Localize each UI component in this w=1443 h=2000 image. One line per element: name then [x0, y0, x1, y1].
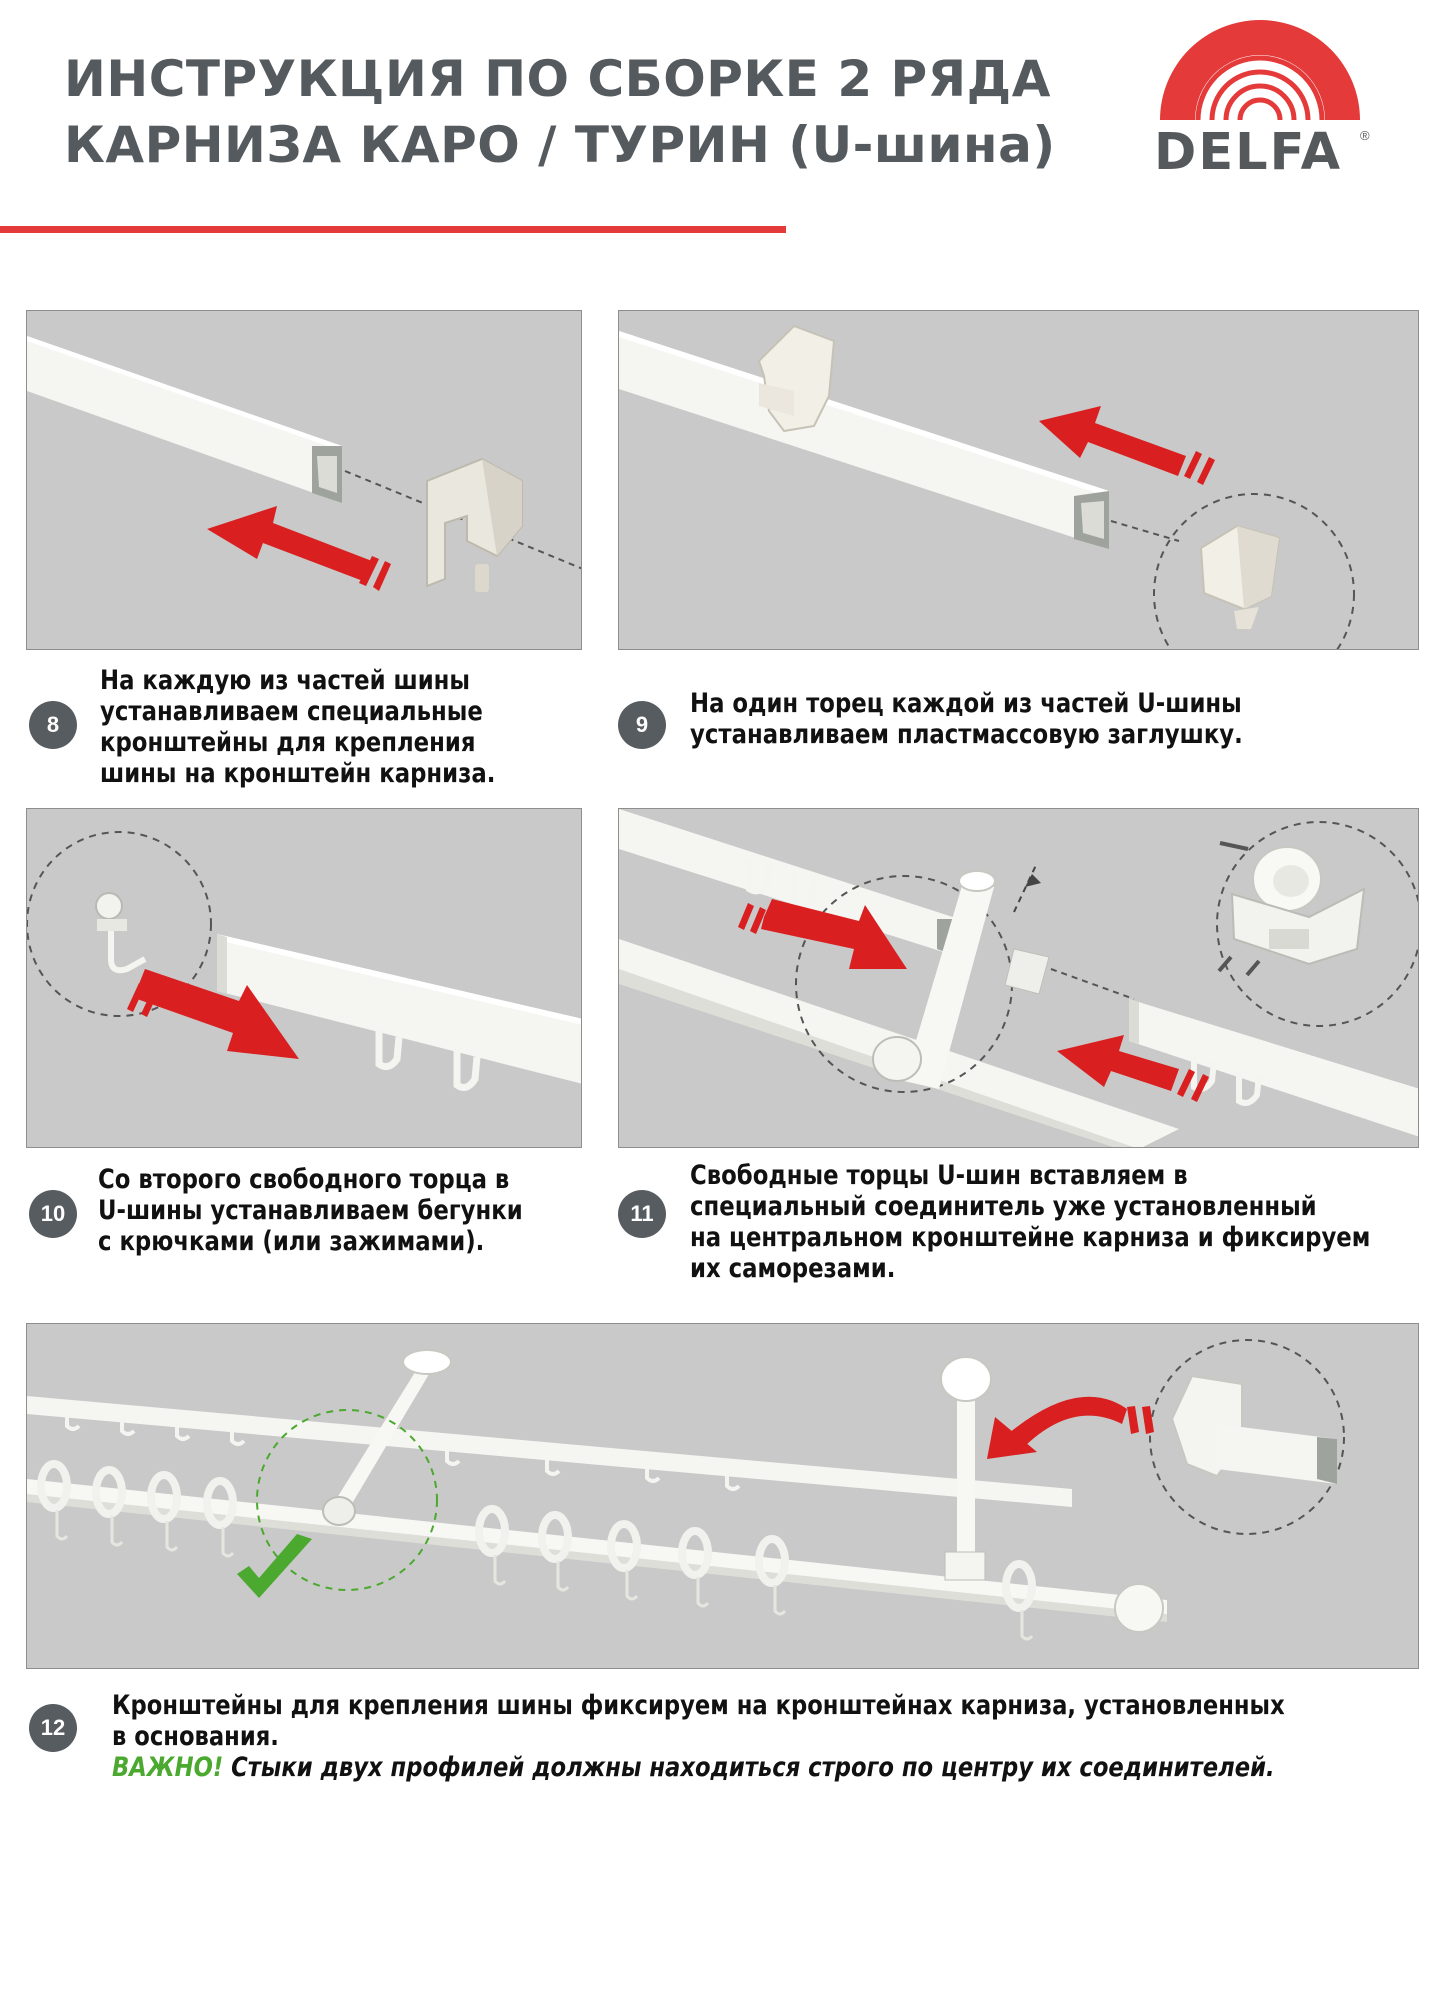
step-10-line: U-шины устанавливаем бегунки: [98, 1195, 523, 1226]
connector-icon: [1230, 846, 1366, 966]
step-12-line: Кронштейны для крепления шины фиксируем …: [112, 1690, 1285, 1721]
title-line-1: ИНСТРУКЦИЯ ПО СБОРКЕ 2 РЯДА: [64, 50, 1051, 108]
step-8-line: устанавливаем специальные: [100, 696, 483, 727]
bracket-icon: [426, 457, 523, 592]
step-11-line: специальный соединитель уже установленны…: [690, 1191, 1317, 1222]
step-11-line: их саморезами.: [690, 1253, 896, 1284]
delfa-logo: DELFA ®: [1150, 0, 1380, 182]
step-8-line: кронштейны для крепления: [100, 727, 476, 758]
step-10-line: Со второго свободного торца в: [98, 1164, 510, 1195]
step-8-illustration: [26, 310, 582, 650]
step-11-line: на центральном кронштейне карниза и фикс…: [690, 1222, 1371, 1253]
arrow-right-icon: [738, 899, 907, 969]
end-cap-icon: [1199, 524, 1281, 629]
step-9-illustration: [618, 310, 1419, 650]
step-10-line: с крючками (или зажимами).: [98, 1226, 485, 1257]
rail-bracket-icon: [757, 324, 836, 433]
step-11-illustration: [618, 808, 1419, 1148]
step-9-number: 9: [618, 701, 666, 749]
page-title: ИНСТРУКЦИЯ ПО СБОРКЕ 2 РЯДА КАРНИЗА КАРО…: [64, 46, 1056, 178]
arrow-left-icon: [1057, 1035, 1209, 1102]
registered-mark: ®: [1360, 128, 1370, 143]
step-12-text: Кронштейны для крепления шины фиксируем …: [112, 1690, 1443, 1783]
step-11-text: Свободные торцы U-шин вставляем в специа…: [690, 1160, 1370, 1284]
check-mark-icon: [237, 1534, 312, 1598]
step-10-illustration: [26, 808, 582, 1148]
finial-icon: [1114, 1583, 1164, 1633]
step-12-illustration: [26, 1323, 1419, 1669]
header-divider: [0, 226, 786, 233]
curtain-rings: [37, 1460, 1036, 1612]
step-8-line: На каждую из частей шины: [100, 665, 471, 696]
arch-logo-icon: [1160, 20, 1360, 121]
hook-row: [65, 1414, 741, 1491]
step-8-number: 8: [29, 701, 77, 749]
arrow-left-icon: [1039, 406, 1215, 485]
step-8-line: шины на кронштейн карниза.: [100, 758, 496, 789]
step-10-number: 10: [29, 1190, 77, 1238]
step-12-line: в основания.: [112, 1721, 279, 1752]
step-9-line: устанавливаем пластмассовую заглушку.: [690, 719, 1243, 750]
step-11-line: Свободные торцы U-шин вставляем в: [690, 1160, 1188, 1191]
important-text: Стыки двух профилей должны находиться ст…: [223, 1752, 1275, 1783]
arrow-left-icon: [207, 506, 391, 591]
step-10-text: Со второго свободного торца в U-шины уст…: [98, 1164, 523, 1257]
step-9-text: На один торец каждой из частей U-шины ус…: [690, 688, 1243, 750]
arrow-right-icon: [127, 969, 299, 1059]
step-11-number: 11: [618, 1190, 666, 1238]
important-note: ВАЖНО! Стыки двух профилей должны находи…: [112, 1752, 1285, 1783]
brand-wordmark: DELFA: [1154, 123, 1343, 182]
step-12-number: 12: [29, 1704, 77, 1752]
curved-arrow-icon: [987, 1396, 1154, 1459]
rail-bracket-icon: [1170, 1374, 1337, 1484]
step-8-text: На каждую из частей шины устанавливаем с…: [100, 665, 495, 789]
step-9-line: На один торец каждой из частей U-шины: [690, 688, 1242, 719]
title-line-2: КАРНИЗА КАРО / ТУРИН (U-шина): [64, 116, 1056, 174]
hook-runner-icon: [95, 892, 147, 974]
screw-icon: [1217, 841, 1261, 977]
important-label: ВАЖНО!: [112, 1752, 224, 1783]
